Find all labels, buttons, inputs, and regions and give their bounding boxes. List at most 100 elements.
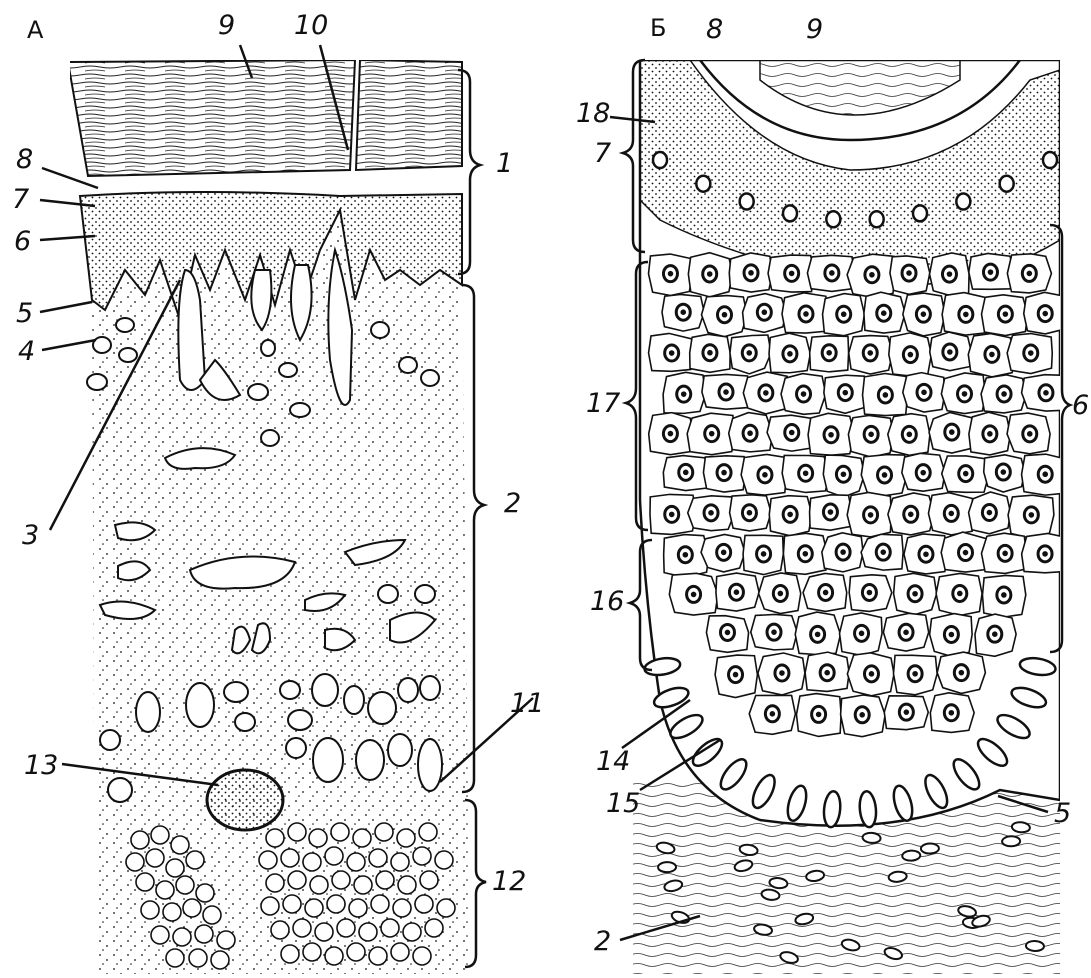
horny-layer-right <box>356 60 462 170</box>
nucleolus <box>843 391 847 395</box>
nucleolus <box>802 392 806 396</box>
nucleolus <box>683 553 687 557</box>
nucleolus <box>963 392 967 396</box>
nucleolus <box>993 632 997 636</box>
nucleolus <box>904 710 908 714</box>
nucleolus <box>747 511 751 515</box>
label-a-3: 3 <box>22 522 39 549</box>
nucleolus <box>692 592 696 596</box>
fibroblast-nucleus <box>1002 836 1020 847</box>
nucleolus <box>803 552 807 556</box>
nucleolus <box>1002 392 1006 396</box>
nucleolus <box>950 430 954 434</box>
nucleolus <box>722 471 726 475</box>
panel-letter-b: Б <box>650 16 666 40</box>
label-a-6: 6 <box>14 228 31 255</box>
nucleolus <box>869 513 873 517</box>
nucleolus <box>790 431 794 435</box>
fibroblast-nucleus <box>1011 822 1030 833</box>
panel-b-drawing <box>633 60 1069 974</box>
granular-nucleus <box>870 211 884 227</box>
nucleolus <box>964 472 968 476</box>
nucleolus <box>804 471 808 475</box>
nucleolus <box>870 273 874 277</box>
nucleolus <box>881 550 885 554</box>
nucleolus <box>725 630 729 634</box>
nucleolus <box>749 271 753 275</box>
label-b-9: 9 <box>806 16 823 43</box>
nucleolus <box>788 352 792 356</box>
horny-layer-left <box>68 60 355 176</box>
label-a-8: 8 <box>16 146 33 173</box>
panel-a-drawing <box>68 60 470 974</box>
nucleolus <box>724 390 728 394</box>
label-b-17: 17 <box>586 390 620 417</box>
nucleolus <box>860 713 864 717</box>
nucleolus <box>964 551 968 555</box>
nerve-bundle <box>207 770 283 830</box>
label-b-6: 6 <box>1072 392 1089 419</box>
nucleolus <box>921 312 925 316</box>
granular-nucleus <box>783 205 797 221</box>
nucleolus <box>868 351 872 355</box>
nucleolus <box>722 313 726 317</box>
nucleolus <box>804 312 808 316</box>
nucleolus <box>764 391 768 395</box>
nucleolus <box>829 433 833 437</box>
nucleolus <box>827 351 831 355</box>
nucleolus <box>816 632 820 636</box>
nucleolus <box>842 312 846 316</box>
label-b-15: 15 <box>606 790 640 817</box>
nucleolus <box>1003 312 1007 316</box>
granular-nucleus <box>1000 176 1014 192</box>
nucleolus <box>949 711 953 715</box>
nucleolus <box>788 512 792 516</box>
label-a-5: 5 <box>16 300 33 327</box>
nucleolus <box>988 432 992 436</box>
granular-nucleus <box>653 152 667 168</box>
nucleolus <box>882 311 886 315</box>
panel-letter-a: А <box>27 18 43 42</box>
nucleolus <box>790 271 794 275</box>
nucleolus <box>883 473 887 477</box>
label-b-5: 5 <box>1054 800 1071 827</box>
fibroblast-nucleus <box>921 843 939 853</box>
nucleolus <box>841 472 845 476</box>
nucleolus <box>722 550 726 554</box>
nucleolus <box>949 511 953 515</box>
label-a-1: 1 <box>496 150 513 177</box>
granular-nucleus <box>956 193 970 209</box>
label-a-11: 11 <box>510 690 544 717</box>
nucleolus <box>828 510 832 514</box>
nucleolus <box>780 671 784 675</box>
nucleolus <box>1043 312 1047 316</box>
nucleolus <box>913 672 917 676</box>
label-b-18: 18 <box>576 100 610 127</box>
nucleolus <box>841 550 845 554</box>
nucleolus <box>924 552 928 556</box>
nucleolus <box>1003 551 1007 555</box>
nucleolus <box>948 350 952 354</box>
nucleolus <box>949 632 953 636</box>
nucleolus <box>762 310 766 314</box>
nucleolus <box>681 310 685 314</box>
granular-nucleus <box>1043 152 1057 168</box>
nucleolus <box>958 591 962 595</box>
nucleolus <box>921 471 925 475</box>
nucleolus <box>668 272 672 276</box>
nucleolus <box>1029 351 1033 355</box>
nucleolus <box>860 631 864 635</box>
nucleolus <box>825 671 829 675</box>
nucleolus <box>684 470 688 474</box>
label-b-2: 2 <box>594 928 611 955</box>
nucleolus <box>824 590 828 594</box>
nucleolus <box>1043 472 1047 476</box>
label-b-8: 8 <box>706 16 723 43</box>
label-b-14: 14 <box>596 748 630 775</box>
granular-nucleus <box>740 193 754 209</box>
nucleolus <box>988 270 992 274</box>
nucleolus <box>867 590 871 594</box>
nucleolus <box>959 671 963 675</box>
fibroblast-nucleus <box>1026 941 1044 952</box>
